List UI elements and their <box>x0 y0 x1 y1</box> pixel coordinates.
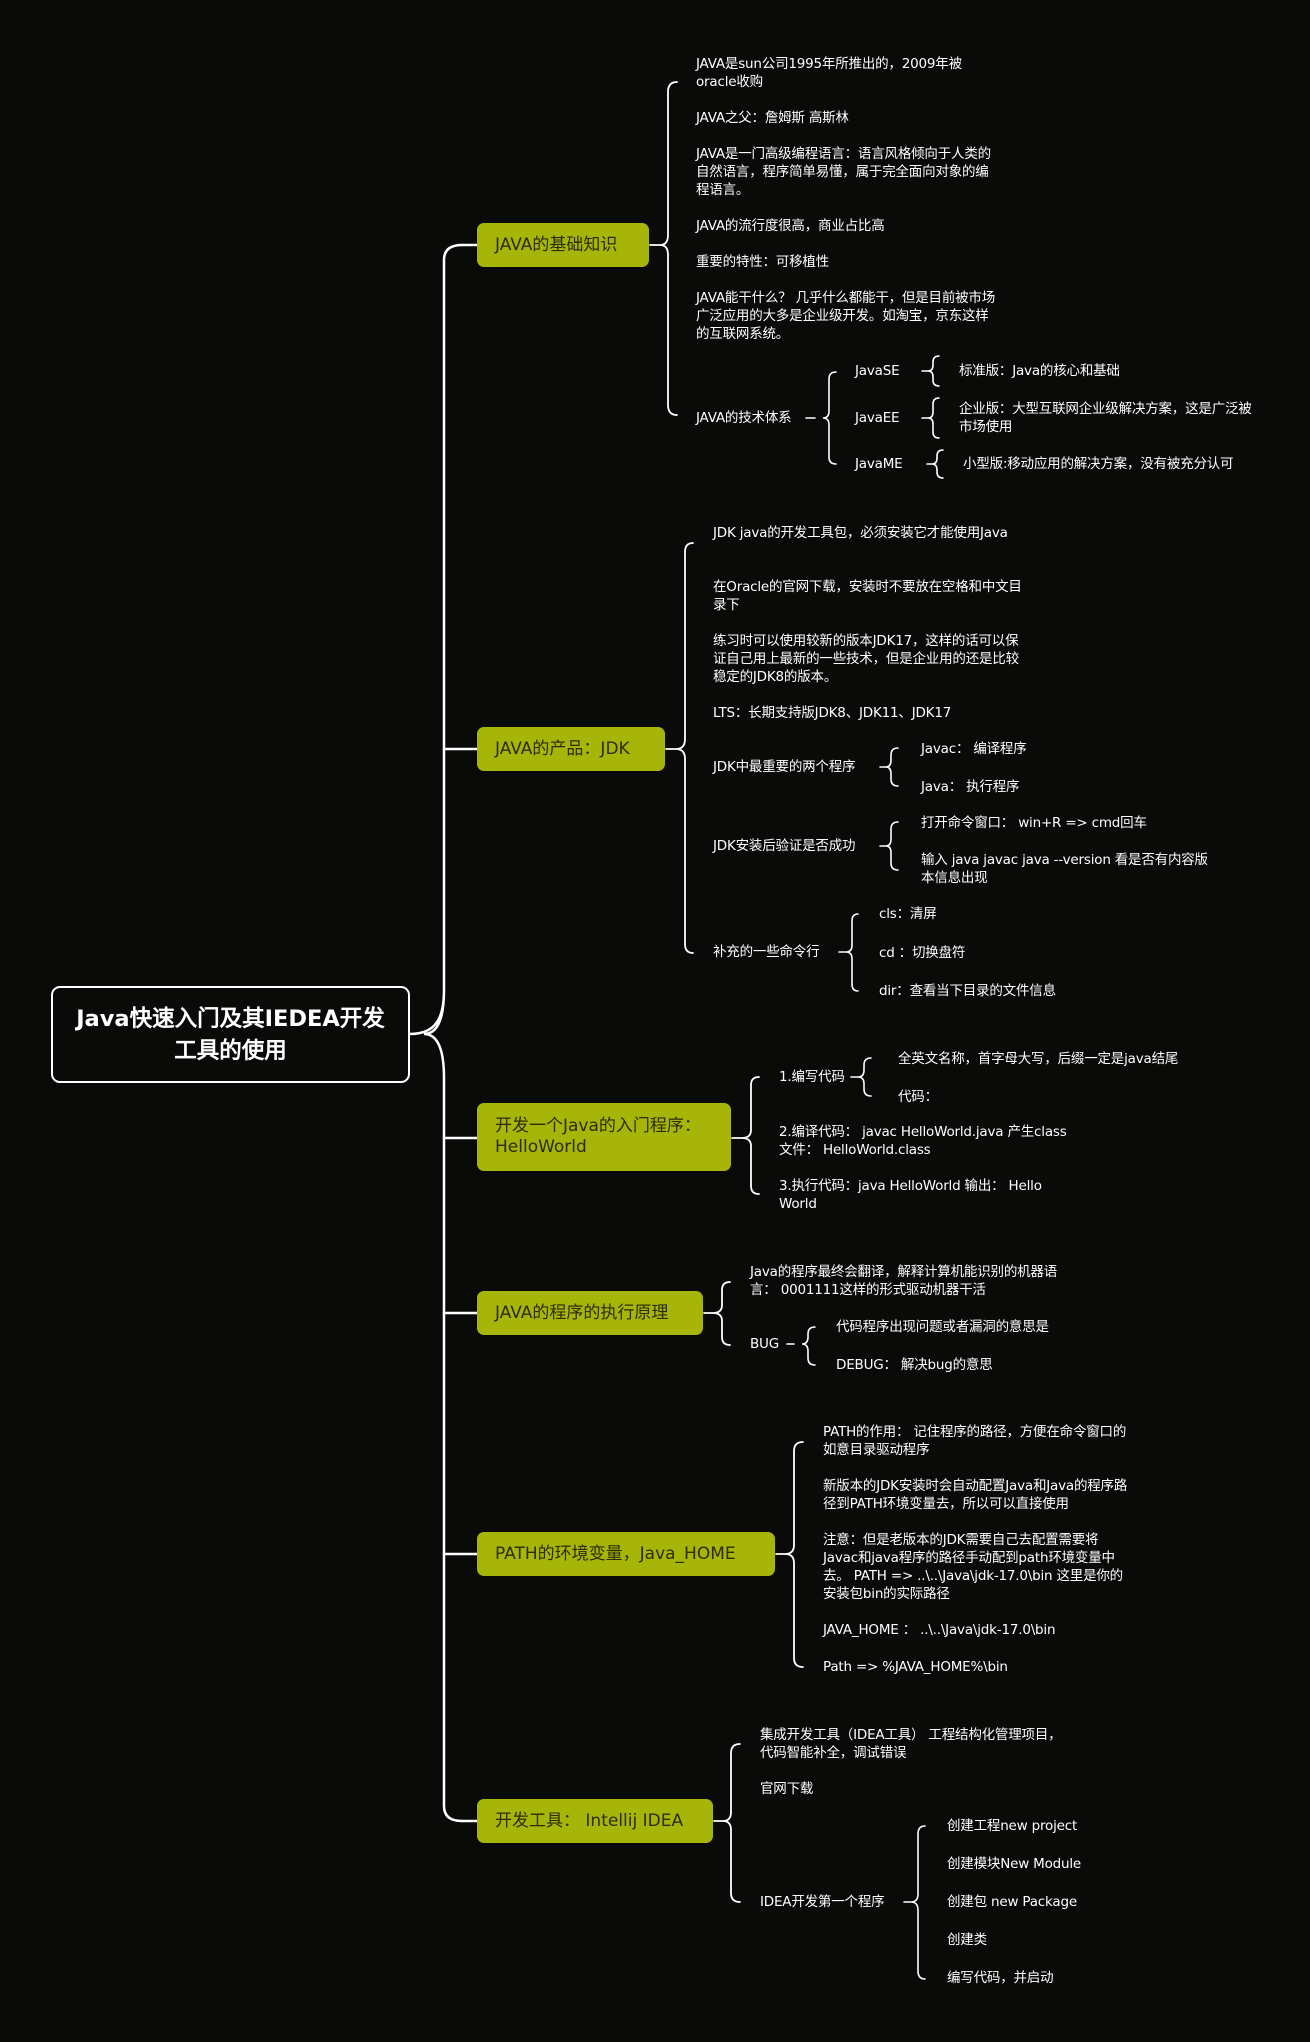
brace-javaee <box>921 397 940 439</box>
node-b2-1: JDK java的开发工具包，必须安装它才能使用Java <box>713 525 1008 541</box>
branch-path[interactable]: PATH的环境变量，Java_HOME <box>477 1532 775 1576</box>
node-idea-step-3: 创建包 new Package <box>947 1894 1077 1910</box>
brace-b1-tech <box>805 371 837 465</box>
node-idea-step-4: 创建类 <box>947 1932 987 1948</box>
node-bug: BUG <box>750 1336 780 1352</box>
branch-helloworld[interactable]: 开发一个Java的入门程序：HelloWorld <box>477 1103 731 1171</box>
node-b1-1: JAVA是sun公司1995年所推出的，2009年被oracle收购 <box>696 56 962 90</box>
node-b5-2: 新版本的JDK安装时会自动配置Java和Java的程序路径到PATH环境变量去，… <box>823 1478 1128 1512</box>
node-javaee-detail: 企业版：大型互联网企业级解决方案，这是广泛被市场使用 <box>959 401 1252 435</box>
node-javase: JavaSE <box>855 363 900 379</box>
node-commands: 补充的一些命令行 <box>713 944 820 960</box>
node-javase-detail: 标准版：Java的核心和基础 <box>959 363 1120 379</box>
branch-idea[interactable]: 开发工具： Intellij IDEA <box>477 1799 713 1843</box>
node-verify-2: 输入 java javac java --version 看是否有内容版本信息出… <box>921 852 1208 886</box>
brace-write-code <box>850 1057 872 1097</box>
node-b2-2: 在Oracle的官网下载，安装时不要放在空格和中文目录下 <box>713 579 1022 613</box>
branch-jdk[interactable]: JAVA的产品：JDK <box>477 727 665 771</box>
node-b1-4: JAVA的流行度很高，商业占比高 <box>696 218 885 234</box>
brace-idea-steps <box>903 1825 926 1980</box>
node-write-code: 1.编写代码 <box>779 1069 845 1085</box>
node-b2-3: 练习时可以使用较新的版本JDK17，这样的话可以保证自己用上最新的一些技术，但是… <box>713 633 1019 685</box>
brace-javase <box>921 355 940 387</box>
node-b5-4: JAVA_HOME ： ..\..\Java\jdk-17.0\bin <box>823 1622 1056 1638</box>
node-idea-step-1: 创建工程new project <box>947 1818 1078 1834</box>
node-write-code-2: 代码： <box>898 1089 938 1105</box>
node-idea-first: IDEA开发第一个程序 <box>760 1894 885 1910</box>
node-b1-2: JAVA之父：詹姆斯 高斯林 <box>696 110 849 126</box>
node-idea-step-5: 编写代码，并启动 <box>947 1970 1054 1986</box>
node-b5-1: PATH的作用： 记住程序的路径，方便在命令窗口的如意目录驱动程序 <box>823 1424 1127 1458</box>
node-b4-1: Java的程序最终会翻译，解释计算机能识别的机器语言： 0001111这样的形式… <box>750 1264 1058 1298</box>
node-javac: Javac： 编译程序 <box>921 741 1027 757</box>
branch-java-basics[interactable]: JAVA的基础知识 <box>477 223 649 267</box>
node-b5-5: Path => %JAVA_HOME%\bin <box>823 1659 1008 1675</box>
node-b1-6: JAVA能干什么？ 几乎什么都能干，但是目前被市场广泛应用的大多是企业级开发。如… <box>696 290 996 342</box>
node-b6-1: 集成开发工具（IDEA工具） 工程结构化管理项目，代码智能补全，调试错误 <box>760 1727 1062 1761</box>
brace-jdk-programs <box>879 747 899 787</box>
brace-bug <box>786 1326 816 1366</box>
node-run: 3.执行代码：java HelloWorld 输出： Hello World <box>779 1178 1042 1212</box>
node-verify-1: 打开命令窗口： win+R => cmd回车 <box>921 815 1147 831</box>
node-jdk-verify: JDK安装后验证是否成功 <box>713 838 856 854</box>
node-cmd-cls: cls：清屏 <box>879 906 937 922</box>
brace-javame <box>926 449 944 479</box>
node-jdk-programs: JDK中最重要的两个程序 <box>713 759 856 775</box>
branch-stubs <box>442 243 479 1823</box>
brace-b5 <box>775 1441 804 1668</box>
node-idea-step-2: 创建模块New Module <box>947 1856 1082 1872</box>
node-java: Java： 执行程序 <box>921 779 1020 795</box>
node-bug-1: 代码程序出现问题或者漏洞的意思是 <box>836 1319 1049 1335</box>
brace-b1 <box>649 81 678 416</box>
node-bug-2: DEBUG： 解决bug的意思 <box>836 1357 993 1373</box>
brace-b4 <box>703 1281 731 1346</box>
brace-b3 <box>731 1076 760 1195</box>
node-b1-3: JAVA是一门高级编程语言：语言风格倾向于人类的自然语言，程序简单易懂，属于完全… <box>696 146 991 198</box>
node-tech-system: JAVA的技术体系 <box>696 410 792 426</box>
node-b5-3: 注意：但是老版本的JDK需要自己去配置需要将Javac和java程序的路径手动配… <box>823 1532 1123 1602</box>
root-topic[interactable]: Java快速入门及其IEDEA开发工具的使用 <box>51 986 410 1083</box>
node-javame: JavaME <box>855 456 903 472</box>
node-cmd-cd: cd ：切换盘符 <box>879 945 966 961</box>
node-b1-5: 重要的特性：可移植性 <box>696 254 829 270</box>
node-cmd-dir: dir：查看当下目录的文件信息 <box>879 983 1056 999</box>
branch-execution[interactable]: JAVA的程序的执行原理 <box>477 1291 703 1335</box>
node-write-code-1: 全英文名称，首字母大写，后缀一定是java结尾 <box>898 1051 1179 1067</box>
node-compile: 2.编译代码： javac HelloWorld.java 产生class文件：… <box>779 1124 1067 1158</box>
node-javame-detail: 小型版:移动应用的解决方案，没有被充分认可 <box>963 456 1234 472</box>
brace-commands <box>838 913 859 992</box>
node-b2-4: LTS：长期支持版JDK8、JDK11、JDK17 <box>713 705 952 721</box>
node-javaee: JavaEE <box>855 410 900 426</box>
brace-jdk-verify <box>879 821 899 871</box>
root-connector <box>408 243 464 1823</box>
brace-b2 <box>665 542 694 954</box>
node-b6-2: 官网下载 <box>760 1781 814 1797</box>
brace-b6 <box>713 1743 741 1903</box>
